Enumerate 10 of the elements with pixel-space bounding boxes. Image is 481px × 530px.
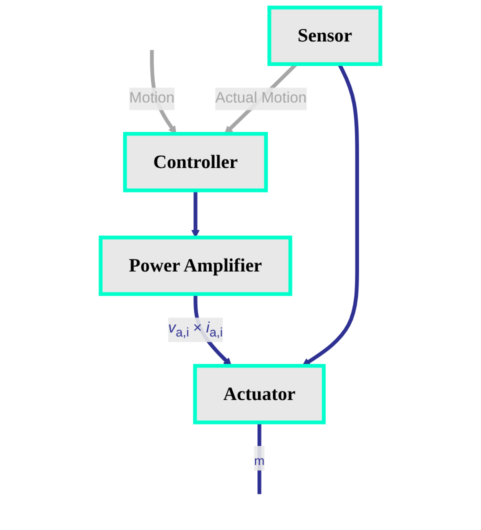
edge-label: v$_{a,i}$ × i$_{a,i}$ (168, 318, 223, 342)
edge-label: Motion (129, 88, 175, 110)
arrow (302, 63, 359, 366)
block-box: Actuator (193, 364, 326, 424)
block-box: Controller (123, 132, 268, 192)
edge-label: Actual Motion (215, 88, 307, 110)
arrow (191, 190, 200, 238)
block-box: Sensor (267, 6, 382, 66)
block-box: Power Amplifier (98, 236, 292, 296)
edge-label: m (254, 446, 265, 471)
